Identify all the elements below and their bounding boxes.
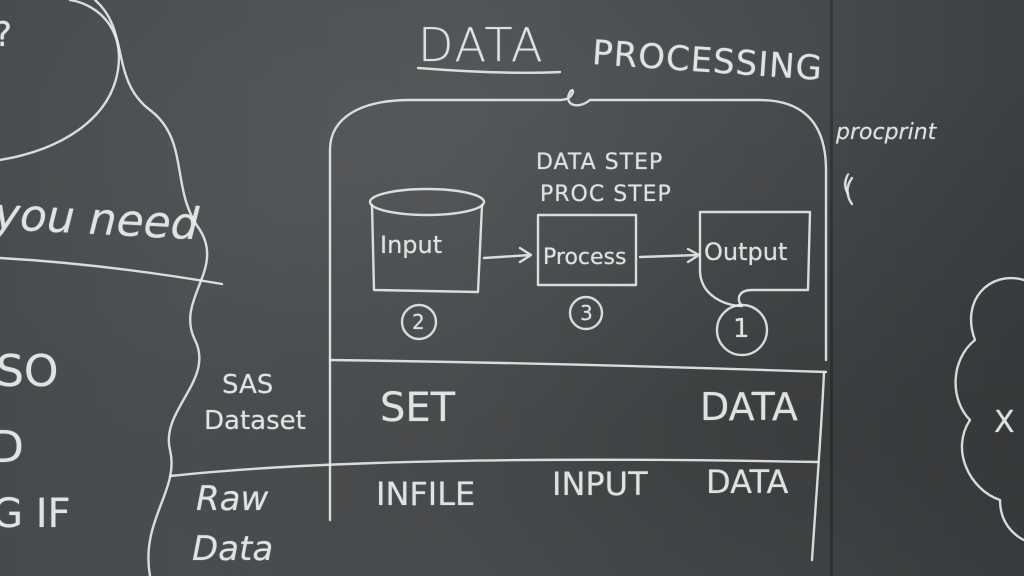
input-cylinder-top xyxy=(368,187,486,217)
cell-set: SET xyxy=(380,385,456,431)
side-note-paren-stroke xyxy=(846,176,854,206)
flow-output-label: Output xyxy=(704,238,788,266)
side-note-paren: ( xyxy=(842,170,852,198)
flow-number-input: 2 xyxy=(412,310,425,334)
input-cylinder-body xyxy=(370,203,484,294)
cell-input: INPUT xyxy=(552,465,648,503)
arrow-process-output xyxy=(638,247,701,264)
row-header-dataset: Dataset xyxy=(204,406,306,436)
cell-data-raw: DATA xyxy=(706,463,789,501)
process-box xyxy=(536,213,638,287)
left-fragment-question-mark: ? xyxy=(0,18,12,52)
side-note-procprint: procprint xyxy=(836,120,937,145)
left-fragment-d: D xyxy=(0,422,24,473)
circle-output-number xyxy=(715,303,769,357)
cell-data-sas: DATA xyxy=(700,385,798,429)
left-wavy-stroke xyxy=(93,0,209,576)
flow-input-label: Input xyxy=(380,231,443,259)
arrow-input-process xyxy=(482,246,533,264)
left-fragment-you-need: you need xyxy=(0,188,201,251)
cell-infile: INFILE xyxy=(376,475,476,513)
row-header-sas: SAS xyxy=(222,370,274,400)
right-edge-x: X xyxy=(994,405,1015,440)
table-line-middle xyxy=(168,458,820,478)
table-line-top xyxy=(328,358,828,374)
flow-label-data-step: DATA STEP xyxy=(536,150,664,175)
left-loop-stroke xyxy=(0,0,121,162)
flow-number-process: 3 xyxy=(580,301,593,325)
row-header-raw: Raw xyxy=(196,479,269,519)
title-data: DATA xyxy=(418,18,545,72)
process-container-outline xyxy=(328,89,828,522)
board-panel-seam xyxy=(830,0,833,576)
row-header-data: Data xyxy=(192,529,274,569)
title-swash xyxy=(416,66,562,74)
left-fragment-g-if: G IF xyxy=(0,491,71,537)
flow-process-label: Process xyxy=(543,245,627,270)
flow-number-output: 1 xyxy=(733,314,750,344)
circle-process-number xyxy=(568,295,604,331)
table-right-edge xyxy=(810,370,826,562)
circle-input-number xyxy=(400,303,438,341)
you-need-underline xyxy=(0,256,224,286)
left-fragment-so: SO xyxy=(0,346,59,397)
right-cloud-stroke xyxy=(954,277,1024,542)
flow-label-proc-step: PROC STEP xyxy=(540,182,672,207)
